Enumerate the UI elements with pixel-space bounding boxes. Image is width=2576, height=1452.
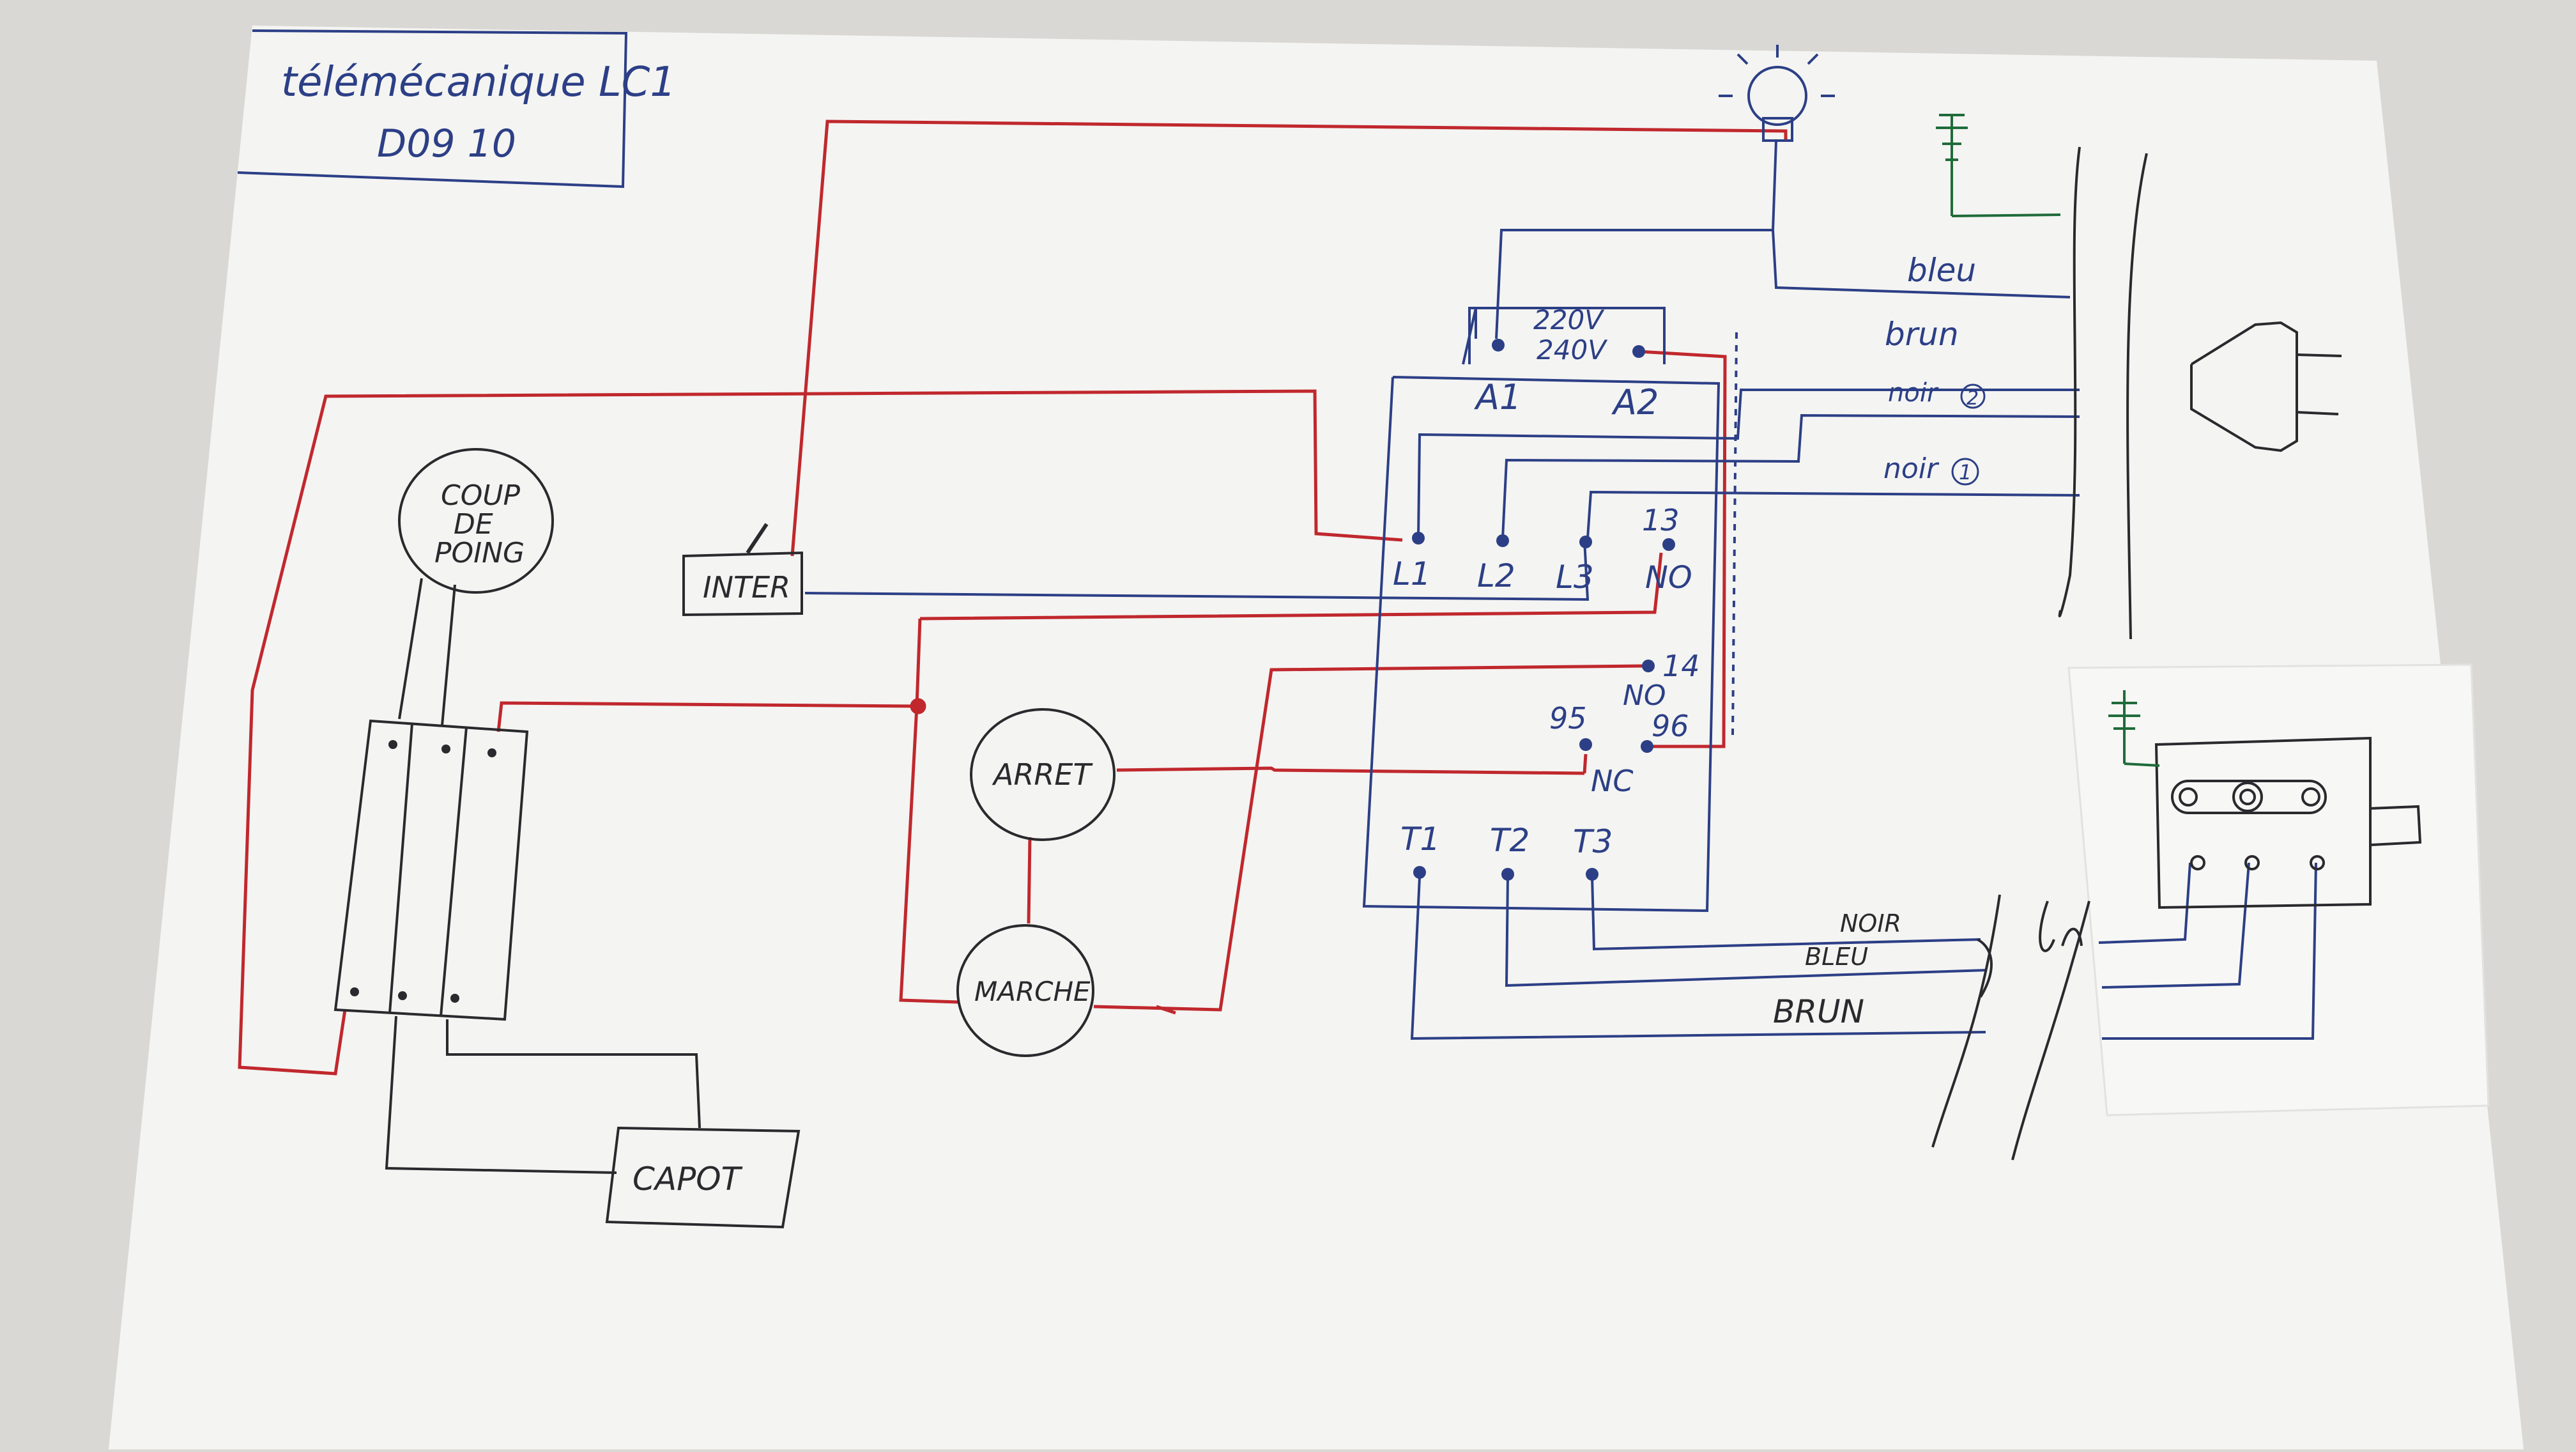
no-bottom-label: NO: [1623, 679, 1666, 712]
no-13-label: 13: [1642, 503, 1680, 537]
title-box: télémécanique LC1 D09 10: [237, 29, 676, 189]
earth-symbol-motor: [2108, 690, 2160, 767]
wire-bleu-label: bleu: [1907, 252, 1976, 289]
l2-label: L2: [1477, 557, 1515, 594]
marche-button: MARCHE: [956, 924, 1094, 1057]
nc-label: NC: [1591, 764, 1634, 798]
coup-label-1: COUP: [441, 479, 521, 512]
arret-button: ARRET: [970, 708, 1116, 841]
l1-label: L1: [1393, 555, 1431, 592]
no-14-label: 14: [1662, 649, 1700, 683]
motor-noir-label: NOIR: [1840, 909, 1901, 938]
a2-label: A2: [1611, 382, 1659, 422]
t1-label: T1: [1400, 821, 1440, 858]
paper-sheet: [109, 26, 2524, 1449]
lamp-icon: [1719, 45, 1835, 142]
nc-96-label: 96: [1652, 709, 1689, 743]
a1-label: A1: [1474, 377, 1521, 417]
no-top-label: NO: [1645, 560, 1692, 596]
switch-block-terminals: [350, 740, 496, 1003]
capot-box: CAPOT: [605, 1126, 801, 1229]
title-line-1: télémécanique LC1: [281, 59, 676, 106]
t3-label: T3: [1573, 823, 1613, 860]
contactor-labels: 220V 240V A1 A2 L1 L2 L3 13 NO 14 NO 95 …: [1393, 304, 1700, 860]
marche-label: MARCHE: [974, 976, 1091, 1007]
earth-symbol-supply: [1936, 114, 2061, 217]
motor-sheet: [2067, 663, 2490, 1116]
black-wiring: [334, 146, 2422, 1174]
red-wiring: [238, 120, 1788, 1076]
wire-noir2-num: 2: [1966, 387, 1979, 410]
inter-switch: INTER: [682, 523, 803, 617]
coil-voltage-1: 220V: [1533, 304, 1605, 336]
wire-noir1-label: noir: [1883, 452, 1940, 485]
nc-95-label: 95: [1549, 701, 1587, 736]
inter-label: INTER: [703, 570, 790, 605]
capot-label: CAPOT: [632, 1161, 743, 1198]
title-line-2: D09 10: [377, 121, 516, 166]
arret-label: ARRET: [992, 757, 1093, 792]
coup-label-2: DE: [454, 508, 493, 541]
motor-wire-labels: NOIR BLEU BRUN: [1773, 909, 1901, 1030]
coil-voltage-2: 240V: [1537, 334, 1608, 366]
motor-brun-label: BRUN: [1773, 993, 1864, 1030]
l3-label: L3: [1556, 559, 1594, 596]
contactor: [1412, 339, 1675, 881]
motor-bleu-label: BLEU: [1805, 943, 1868, 971]
blue-wiring: [804, 140, 2317, 1040]
wire-brun-label: brun: [1885, 316, 1959, 353]
supply-wire-labels: bleu brun noir 2 noir 1: [1883, 252, 1986, 486]
wire-noir1-num: 1: [1959, 460, 1972, 484]
coup-label-3: POING: [434, 537, 525, 569]
coup-de-poing-button: COUP DE POING: [398, 448, 554, 594]
wire-noir2-label: noir: [1888, 378, 1939, 408]
t2-label: T2: [1490, 822, 1529, 859]
